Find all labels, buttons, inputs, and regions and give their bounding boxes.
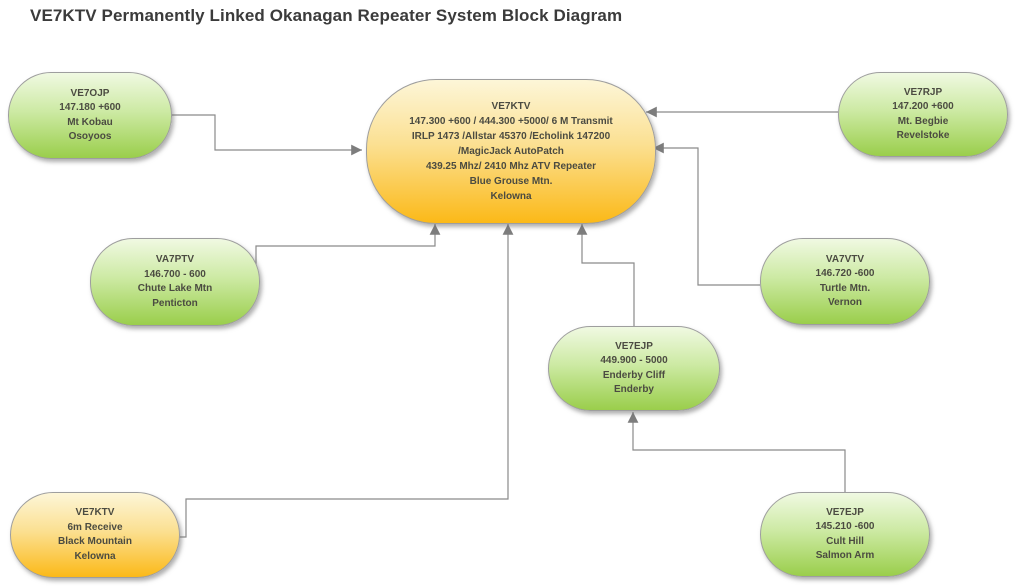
node-atv: 439.25 Mhz/ 2410 Mhz ATV Repeater — [425, 161, 597, 172]
node-ve7ejp-cult: VE7EJP 145.210 -600 Cult Hill Salmon Arm — [760, 492, 930, 577]
node-autopatch: /MagicJack AutoPatch — [458, 146, 564, 157]
node-city: Penticton — [152, 297, 198, 309]
node-site: Turtle Mtn. — [819, 282, 871, 294]
node-frequency: 147.300 +600 / 444.300 +5000/ 6 M Transm… — [409, 116, 613, 127]
node-links: IRLP 1473 /Allstar 45370 /Echolink 14720… — [411, 131, 611, 142]
node-callsign: VE7RJP — [903, 86, 943, 98]
node-ve7ojp: VE7OJP 147.180 +600 Mt Kobau Osoyoos — [8, 72, 172, 159]
node-city: Vernon — [828, 297, 862, 308]
node-callsign: VA7PTV — [155, 254, 195, 265]
node-frequency: 145.210 -600 — [815, 521, 875, 532]
node-callsign: VE7KTV — [491, 101, 531, 112]
node-callsign: VE7KTV — [75, 507, 115, 518]
connector-va7ptv-to-ve7ktv — [255, 224, 441, 291]
connector-ve7ejp-enderby-to-ve7ktv — [576, 224, 635, 326]
node-frequency: 146.720 -600 — [815, 268, 875, 279]
connector-va7vtv-to-ve7ktv — [653, 142, 760, 286]
connector-ve7ktv6m-to-ve7ktv — [177, 224, 514, 538]
connector-ve7ojp-to-ve7ktv — [170, 114, 363, 156]
node-va7vtv: VA7VTV 146.720 -600 Turtle Mtn. Vernon — [760, 238, 930, 325]
node-ve7ejp-enderby: VE7EJP 449.900 - 5000 Enderby Cliff Ende… — [548, 326, 720, 411]
node-ve7ktv-main: VE7KTV 147.300 +600 / 444.300 +5000/ 6 M… — [366, 79, 656, 224]
node-frequency: 449.900 - 5000 — [600, 355, 668, 366]
node-frequency: 147.200 +600 — [892, 101, 954, 112]
node-ve7rjp: VE7RJP 147.200 +600 Mt. Begbie Revelstok… — [838, 72, 1008, 157]
node-city: Salmon Arm — [815, 550, 875, 561]
node-city: Kelowna — [490, 191, 532, 202]
node-site: Mt. Begbie — [897, 115, 949, 127]
node-city: Enderby — [613, 384, 654, 395]
node-city: Kelowna — [74, 550, 116, 562]
node-callsign: VE7EJP — [826, 506, 864, 518]
node-ve7ktv-6m: VE7KTV 6m Receive Black Mountain Kelowna — [10, 492, 180, 578]
node-city: Osoyoos — [68, 131, 112, 142]
node-callsign: VA7VTV — [825, 253, 865, 265]
node-frequency: 146.700 - 600 — [144, 268, 206, 280]
node-city: Revelstoke — [896, 130, 950, 141]
node-site: Cult Hill — [826, 535, 864, 547]
node-site: Chute Lake Mtn — [137, 283, 213, 294]
node-callsign: VE7EJP — [615, 340, 653, 352]
node-function: 6m Receive — [67, 521, 123, 533]
node-site: Mt Kobau — [67, 116, 113, 128]
node-site: Black Mountain — [58, 536, 132, 547]
diagram-title: VE7KTV Permanently Linked Okanagan Repea… — [30, 6, 623, 25]
node-callsign: VE7OJP — [70, 87, 110, 99]
node-va7ptv: VA7PTV 146.700 - 600 Chute Lake Mtn Pent… — [90, 238, 260, 326]
connector-ve7ejp-cult-to-enderby — [627, 411, 846, 492]
node-site: Enderby Cliff — [602, 369, 666, 381]
node-frequency: 147.180 +600 — [59, 102, 121, 113]
node-site: Blue Grouse Mtn. — [469, 176, 553, 187]
